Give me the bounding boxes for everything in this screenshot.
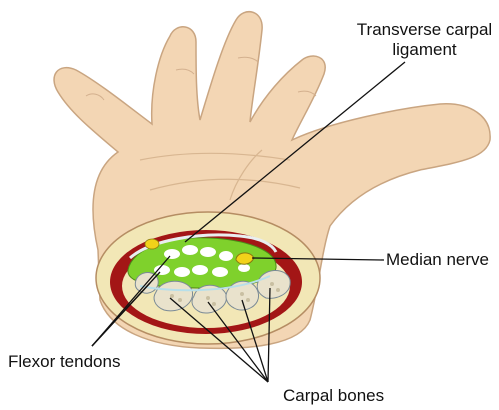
flexor-tendon [174,267,190,277]
flexor-tendon [238,264,250,272]
label-median-nerve: Median nerve [386,250,489,270]
bone-texture [170,294,174,298]
bone-texture [270,282,274,286]
bone-texture [276,288,280,292]
flexor-tendon [154,265,170,275]
bone-texture [246,298,250,302]
flexor-tendon [182,245,198,255]
label-transverse-carpal-ligament: Transverse carpal ligament [352,20,497,60]
label-line: Transverse carpal [352,20,497,40]
wrist-cross-section [96,212,320,344]
flexor-tendon [192,265,208,275]
bone-texture [178,298,182,302]
flexor-tendon [219,251,233,261]
flexor-tendon [164,249,180,259]
label-flexor-tendons: Flexor tendons [8,352,120,372]
bone-texture [240,292,244,296]
bone-texture [212,302,216,306]
label-carpal-bones: Carpal bones [283,386,384,406]
bone-texture [206,296,210,300]
label-line: ligament [352,40,497,60]
flexor-tendon [212,267,228,277]
ulnar-nerve [145,239,159,249]
flexor-tendon [200,247,216,257]
